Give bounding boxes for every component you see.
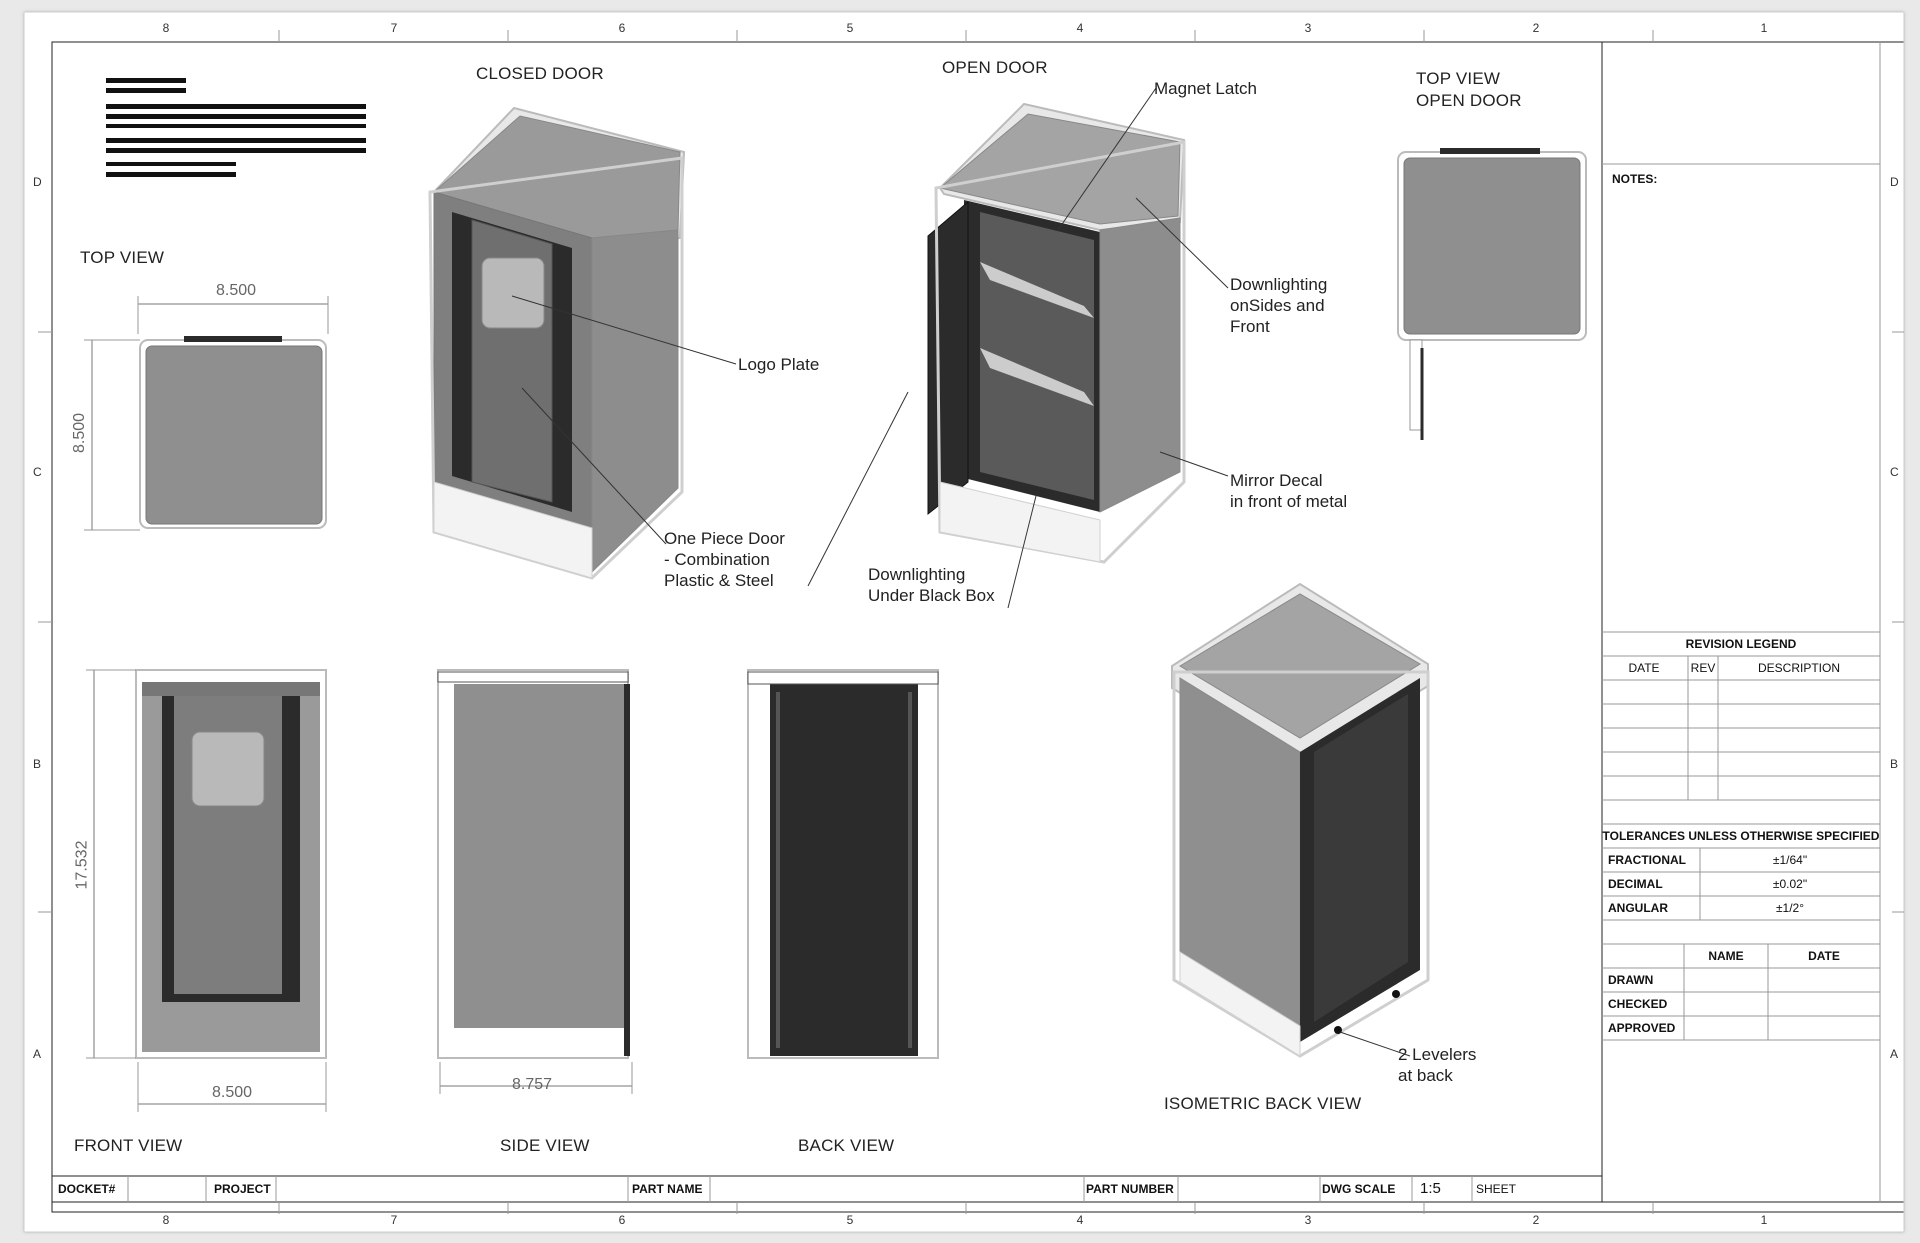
- zone-number: 7: [390, 1213, 398, 1227]
- zone-number: 1: [1760, 21, 1768, 35]
- top-view-open-door-title: TOP VIEW OPEN DOOR: [1416, 69, 1522, 110]
- zone-number: 4: [1076, 1213, 1084, 1227]
- zone-number: 7: [390, 21, 398, 35]
- right-panel-tables: [1602, 42, 1881, 1202]
- technical-drawing: [24, 12, 1904, 1232]
- logo-plate-label: Logo Plate: [738, 355, 820, 374]
- zone-number: 3: [1304, 1213, 1312, 1227]
- signoff-col-date: DATE: [1808, 949, 1840, 963]
- closed-door-drawing: [428, 106, 737, 580]
- zone-number: 6: [618, 1213, 626, 1227]
- zone-letter: A: [33, 1047, 42, 1061]
- revision-col-rev: REV: [1690, 661, 1716, 675]
- project-label: PROJECT: [214, 1182, 271, 1196]
- signoff-row-approved: APPROVED: [1608, 1021, 1676, 1035]
- zone-number: 5: [846, 1213, 854, 1227]
- tolerance-label: FRACTIONAL: [1608, 853, 1686, 867]
- zone-letter: D: [33, 175, 42, 189]
- zone-number: 1: [1760, 1213, 1768, 1227]
- tolerance-label: ANGULAR: [1608, 901, 1668, 915]
- side-depth-dim: 8.757: [512, 1076, 553, 1093]
- revision-legend-title: REVISION LEGEND: [1685, 637, 1797, 651]
- notes-label: NOTES:: [1612, 172, 1658, 186]
- front-view-title: FRONT VIEW: [74, 1136, 183, 1155]
- zone-letter: B: [33, 757, 42, 771]
- closed-door-title: CLOSED DOOR: [476, 64, 604, 83]
- zone-number: 2: [1532, 1213, 1540, 1227]
- zone-letter: C: [33, 465, 42, 479]
- back-view-title: BACK VIEW: [798, 1136, 895, 1155]
- zone-number: 3: [1304, 21, 1312, 35]
- mirror-decal-label: Mirror Decal in front of metal: [1230, 471, 1348, 511]
- dwg-scale-value: 1:5: [1420, 1180, 1441, 1197]
- dwg-scale-label: DWG SCALE: [1322, 1182, 1396, 1196]
- tolerance-value: ±0.02": [1772, 877, 1808, 891]
- one-piece-door-label: One Piece Door - Combination Plastic & S…: [664, 529, 785, 590]
- signoff-col-name: NAME: [1708, 949, 1744, 963]
- revision-col-date: DATE: [1628, 661, 1660, 675]
- levelers-label: 2 Levelers at back: [1398, 1045, 1477, 1085]
- sheet-label: SHEET: [1476, 1182, 1517, 1196]
- downlighting-sides-label: Downlighting onSides and Front: [1230, 275, 1328, 336]
- zone-number: 4: [1076, 21, 1084, 35]
- front-width-dim: 8.500: [212, 1084, 253, 1101]
- zone-letter: B: [1890, 757, 1899, 771]
- open-door-drawing: [807, 87, 1229, 609]
- inner-border: [51, 41, 1904, 1213]
- isometric-back-view-drawing: [1171, 582, 1430, 1058]
- tolerance-label: DECIMAL: [1608, 877, 1663, 891]
- zone-number: 5: [846, 21, 854, 35]
- zone-letter: C: [1890, 465, 1899, 479]
- back-view-drawing: [747, 669, 939, 1059]
- top-view-open-door-drawing: [1397, 148, 1587, 440]
- tolerances-title: TOLERANCES UNLESS OTHERWISE SPECIFIED: [1602, 829, 1880, 843]
- signoff-row-drawn: DRAWN: [1608, 973, 1654, 987]
- zone-number: 8: [162, 21, 170, 35]
- zone-letter: A: [1890, 1047, 1899, 1061]
- top-view-title: TOP VIEW: [80, 248, 165, 267]
- side-view-drawing: [437, 669, 633, 1094]
- part-name-label: PART NAME: [632, 1182, 703, 1196]
- signoff-row-checked: CHECKED: [1608, 997, 1668, 1011]
- zone-number: 6: [618, 21, 626, 35]
- downlighting-under-label: Downlighting Under Black Box: [868, 565, 995, 605]
- magnet-latch-label: Magnet Latch: [1154, 79, 1258, 98]
- top-view-width-dim: 8.500: [216, 282, 257, 299]
- part-number-label: PART NUMBER: [1086, 1182, 1174, 1196]
- isometric-back-view-title: ISOMETRIC BACK VIEW: [1164, 1094, 1362, 1113]
- front-view-drawing: [86, 669, 327, 1112]
- zone-letter: D: [1890, 175, 1899, 189]
- drawing-sheet: 8 7 6 5 4 3 2 1 8 7 6 5 4 3 2 1 D C B A …: [24, 12, 1904, 1232]
- front-height-dim: 17.532: [73, 840, 91, 890]
- docket-label: DOCKET#: [58, 1182, 116, 1196]
- tolerance-value: ±1/2°: [1775, 901, 1805, 915]
- top-view-depth-dim: 8.500: [71, 412, 89, 454]
- revision-col-description: DESCRIPTION: [1757, 661, 1841, 675]
- side-view-title: SIDE VIEW: [500, 1136, 590, 1155]
- obscured-logo: [106, 78, 366, 177]
- zone-number: 8: [162, 1213, 170, 1227]
- title-block-dividers: [127, 1176, 1473, 1202]
- zone-number: 2: [1532, 21, 1540, 35]
- top-view-drawing: [84, 296, 329, 531]
- open-door-title: OPEN DOOR: [942, 58, 1048, 77]
- tolerance-value: ±1/64": [1772, 853, 1808, 867]
